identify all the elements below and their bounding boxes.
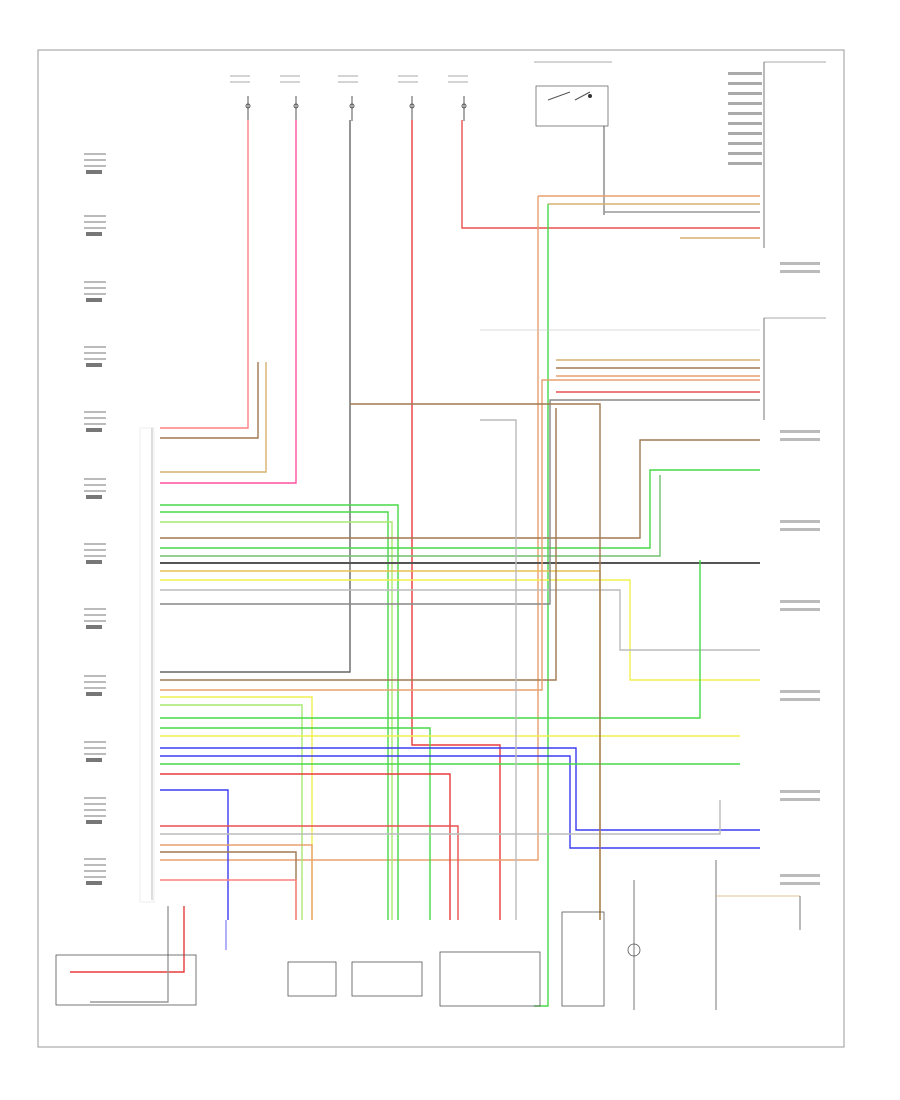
- right-bottom-sensors: [627, 860, 801, 1010]
- top-switch-block: [534, 61, 612, 215]
- wires: [70, 120, 760, 1007]
- right-connector-middle: [763, 317, 826, 420]
- right-labels: [780, 262, 820, 885]
- right-connector-top: [728, 61, 826, 248]
- bottom-components: [55, 911, 605, 1007]
- diagram-frame: [37, 49, 845, 1048]
- left-component-labels: [84, 153, 106, 885]
- connector-module-2: [351, 961, 423, 997]
- fuse-row: [230, 75, 468, 121]
- relay-box: [561, 911, 605, 1007]
- control-module-left: [55, 954, 197, 1006]
- left-connector-strip: [139, 427, 155, 903]
- switch-assembly: [439, 951, 541, 1007]
- connector-module-1: [287, 961, 337, 997]
